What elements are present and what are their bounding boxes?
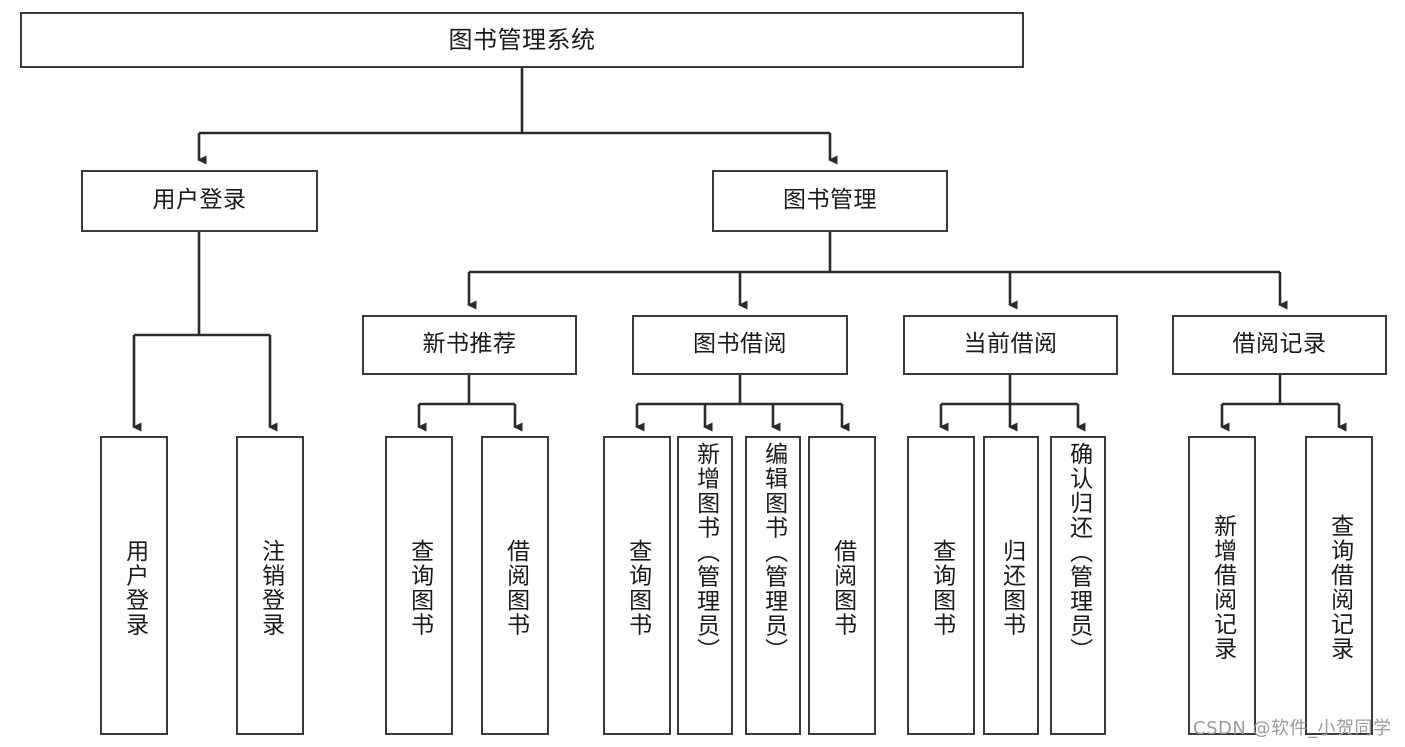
node-root-system[interactable]: 图书管理系统 — [20, 12, 1024, 68]
leaf-add-book-admin[interactable]: 新增图书（管理员） — [677, 436, 733, 735]
node-label: 查询借阅记录 — [1326, 514, 1353, 661]
leaf-user-login[interactable]: 用户登录 — [100, 436, 168, 735]
node-label: 新增借阅记录 — [1209, 514, 1236, 661]
node-new-book-recommend[interactable]: 新书推荐 — [362, 315, 577, 375]
leaf-borrow-books[interactable]: 借阅图书 — [808, 436, 876, 735]
node-label: 新增图书（管理员） — [692, 442, 719, 663]
node-label: 注销登录 — [257, 538, 284, 637]
node-label: 借阅图书 — [829, 538, 856, 637]
node-label: 查询图书 — [624, 538, 651, 637]
node-label: 用户登录 — [152, 187, 247, 214]
leaf-query-books-borrow[interactable]: 查询图书 — [603, 436, 671, 735]
node-borrow-records[interactable]: 借阅记录 — [1172, 315, 1387, 375]
node-current-borrow[interactable]: 当前借阅 — [903, 315, 1118, 375]
leaf-confirm-return-admin[interactable]: 确认归还（管理员） — [1050, 436, 1106, 735]
leaf-logout-login[interactable]: 注销登录 — [236, 436, 304, 735]
node-label: 图书借阅 — [693, 331, 787, 358]
node-label: 归还图书 — [998, 538, 1025, 637]
leaf-borrow-books-recommend[interactable]: 借阅图书 — [481, 436, 549, 735]
node-label: 借阅图书 — [502, 538, 529, 637]
node-label: 查询图书 — [406, 538, 433, 637]
watermark-csdn: CSDN @软件_小贺同学 — [1193, 718, 1392, 739]
node-label: 当前借阅 — [963, 331, 1058, 358]
leaf-add-borrow-record[interactable]: 新增借阅记录 — [1188, 436, 1256, 735]
leaf-query-borrow-record[interactable]: 查询借阅记录 — [1305, 436, 1373, 735]
node-book-management[interactable]: 图书管理 — [712, 170, 948, 232]
leaf-query-books-current[interactable]: 查询图书 — [907, 436, 975, 735]
node-book-borrow[interactable]: 图书借阅 — [632, 315, 848, 375]
node-label: 借阅记录 — [1232, 331, 1327, 358]
node-label: 新书推荐 — [422, 331, 517, 358]
node-label: 编辑图书（管理员） — [760, 442, 787, 663]
leaf-query-books-recommend[interactable]: 查询图书 — [385, 436, 453, 735]
node-label: 图书管理 — [783, 187, 877, 214]
node-user-login[interactable]: 用户登录 — [81, 170, 318, 232]
node-label: 图书管理系统 — [448, 25, 596, 54]
node-label: 确认归还（管理员） — [1065, 442, 1092, 663]
leaf-return-books[interactable]: 归还图书 — [983, 436, 1039, 735]
node-label: 查询图书 — [928, 538, 955, 637]
node-label: 用户登录 — [121, 538, 148, 637]
leaf-edit-book-admin[interactable]: 编辑图书（管理员） — [745, 436, 801, 735]
